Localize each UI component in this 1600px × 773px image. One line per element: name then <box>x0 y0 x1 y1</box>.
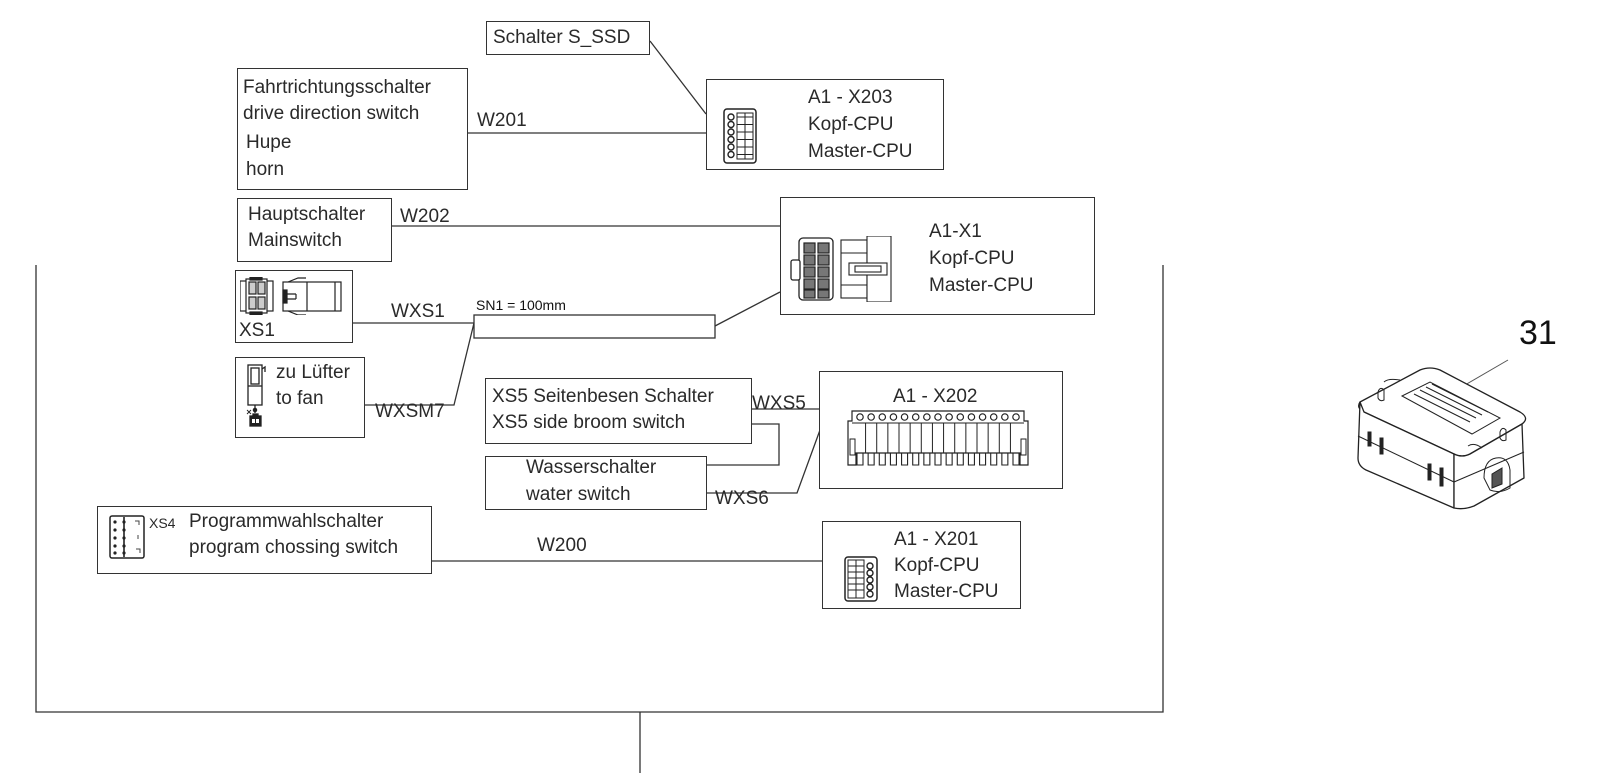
drive-switch-line-3: Hupe <box>246 132 292 153</box>
drive-switch-line-2: drive direction switch <box>243 103 420 124</box>
connector-x201-icon <box>844 556 878 602</box>
x202-pin-hole <box>1012 413 1020 421</box>
x201-line-2: Kopf-CPU <box>894 555 980 576</box>
x201-line-1: A1 - X201 <box>894 529 979 550</box>
x202-pin-hole <box>989 413 998 421</box>
x203-line-2: Kopf-CPU <box>808 114 894 135</box>
fan-box: zu Lüfter to fan <box>235 357 365 438</box>
x202-pin-leg <box>990 453 998 466</box>
xs4-tag: XS4 <box>149 515 176 531</box>
x202-pin-hole <box>967 413 976 421</box>
fan-line-2: to fan <box>276 388 324 409</box>
xs1-box: XS1 <box>235 270 353 343</box>
x202-pin-leg <box>901 453 909 466</box>
x1-line-1: A1-X1 <box>929 221 982 242</box>
wire-label-wxs6: WXS6 <box>715 488 769 509</box>
sn1-label: SN1 = 100mm <box>476 297 566 313</box>
water-line-2: water switch <box>526 484 631 505</box>
xs4-line-1: Programmwahlschalter <box>189 511 384 532</box>
main-switch-line-1: Hauptschalter <box>248 204 366 225</box>
drive-switch-line-1: Fahrtrichtungsschalter <box>243 77 431 98</box>
fan-line-1: zu Lüfter <box>276 362 350 383</box>
water-switch-box: Wasserschalter water switch <box>485 456 707 510</box>
callout-leader <box>1464 359 1509 386</box>
main-switch-line-2: Mainswitch <box>248 230 342 251</box>
x202-pin-leg <box>878 453 886 466</box>
x201-line-3: Master-CPU <box>894 581 999 602</box>
xs5-box: XS5 Seitenbesen Schalter XS5 side broom … <box>485 378 752 444</box>
wire-s-ssd <box>649 40 707 115</box>
x202-pin-hole <box>911 413 920 421</box>
wire-label-wxs1: WXS1 <box>391 301 445 322</box>
wire-label-w200: W200 <box>537 535 587 556</box>
x202-pin-leg <box>956 453 964 466</box>
s-ssd-box: Schalter S_SSD <box>486 21 650 55</box>
frame-left <box>35 265 1164 713</box>
x202-pin-hole <box>878 413 887 421</box>
x202-label: A1 - X202 <box>893 386 978 407</box>
x202-pin-leg <box>923 453 931 466</box>
xs4-line-2: program chossing switch <box>189 537 399 558</box>
x1-line-2: Kopf-CPU <box>929 248 1015 269</box>
x202-box: A1 - X202 <box>819 371 1063 489</box>
main-switch-box: Hauptschalter Mainswitch <box>237 198 392 262</box>
x202-pin-hole <box>867 413 875 421</box>
s-ssd-label: Schalter S_SSD <box>493 27 631 48</box>
wire-label-wxs5: WXS5 <box>752 393 806 414</box>
wire-sn1-x1 <box>714 291 781 327</box>
wire-label-wxsm7: WXSM7 <box>375 401 445 422</box>
ferrite-core-clip-icon <box>1357 367 1527 510</box>
x202-pin-leg <box>856 453 864 466</box>
connector-x203-icon <box>723 108 757 164</box>
wire-wxsm7 <box>364 322 475 406</box>
connector-x1-icon <box>790 236 892 302</box>
x202-pin-hole <box>900 413 909 421</box>
wire-xs5-loop <box>706 423 780 466</box>
connector-xs4-icon <box>109 515 145 559</box>
part-callout-number: 31 <box>1519 314 1557 352</box>
wire-label-w201: W201 <box>477 110 527 131</box>
wire-wxs6 <box>706 429 821 494</box>
x1-box: A1-X1 Kopf-CPU Master-CPU <box>780 197 1095 315</box>
fan-connector-icon <box>246 364 266 427</box>
x202-pin-hole <box>945 413 953 421</box>
connector-x202-icon <box>847 410 1029 466</box>
x202-pin-leg <box>967 453 975 466</box>
water-line-1: Wasserschalter <box>526 457 657 478</box>
x202-pin-leg <box>1012 453 1020 466</box>
wire-label-w202: W202 <box>400 206 450 227</box>
x202-pin-hole <box>956 413 965 421</box>
x202-pin-leg <box>934 453 942 466</box>
x201-box: A1 - X201 Kopf-CPU Master-CPU <box>822 521 1021 609</box>
xs1-label: XS1 <box>239 320 275 341</box>
xs5-line-1: XS5 Seitenbesen Schalter <box>492 386 714 407</box>
x202-pin-leg <box>979 453 987 466</box>
drive-direction-switch-box: Fahrtrichtungsschalter drive direction s… <box>237 68 468 190</box>
xs5-line-2: XS5 side broom switch <box>492 412 686 433</box>
x1-line-3: Master-CPU <box>929 275 1034 296</box>
x203-line-3: Master-CPU <box>808 141 913 162</box>
x202-pin-leg <box>867 453 875 466</box>
x202-pin-hole <box>1001 413 1009 421</box>
x202-pin-leg <box>945 453 953 466</box>
x203-box: A1 - X203 Kopf-CPU Master-CPU <box>706 79 944 170</box>
sn1-sleeve <box>473 314 716 339</box>
drive-switch-line-4: horn <box>246 159 285 180</box>
x202-pin-hole <box>978 413 987 421</box>
x202-pin-hole <box>934 413 942 421</box>
connector-xs1-icon <box>240 277 342 315</box>
x202-pin-hole <box>923 413 931 421</box>
x202-pin-hole <box>856 413 864 421</box>
x202-pin-leg <box>1001 453 1009 466</box>
x202-pin-leg <box>912 453 920 466</box>
xs4-box: XS4 Programmwahlschalter program chossin… <box>97 506 432 574</box>
x203-line-1: A1 - X203 <box>808 87 893 108</box>
x202-pin-leg <box>889 453 897 466</box>
x202-pin-hole <box>889 413 898 421</box>
